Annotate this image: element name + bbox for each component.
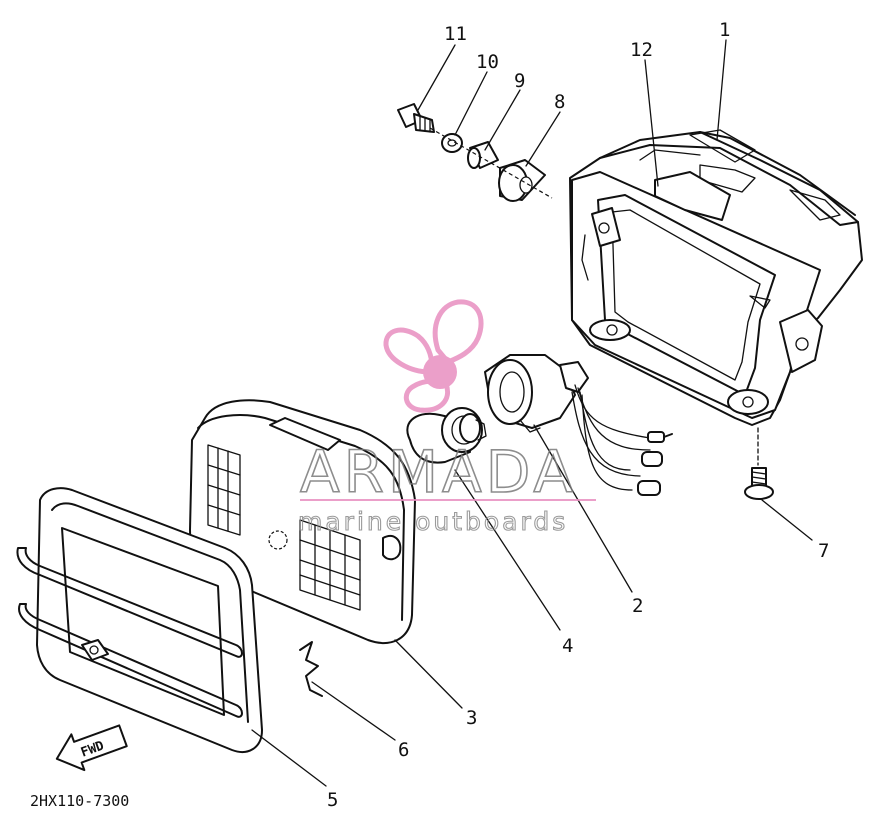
screw-7-part [744,467,774,500]
bulb-part [406,407,487,464]
callout-6: 6 [398,739,409,761]
collar-9-part [467,141,499,169]
propeller-logo [383,299,484,413]
socket-part [484,354,673,496]
callout-1: 1 [719,19,730,41]
callout-12: 12 [630,39,653,61]
callout-5: 5 [327,789,338,811]
housing-part [569,129,863,426]
fwd-arrow: FWD [55,724,128,772]
watermark: ARMADA marine outboards [297,299,596,537]
callout-11: 11 [444,23,467,45]
callout-10: 10 [476,51,499,73]
leader-lines [251,39,813,787]
grommet-8-part [498,159,546,202]
guard-part [16,487,263,753]
callout-3: 3 [466,707,477,729]
clip-spring-part [299,641,323,697]
callouts: 1 2 3 4 5 6 7 8 9 10 11 12 [327,19,829,811]
drawing-code: 2HX110-7300 [30,792,129,810]
callout-9: 9 [514,70,525,92]
callout-2: 2 [632,595,643,617]
bolt-11-part [397,103,435,133]
callout-7: 7 [818,540,829,562]
watermark-title: ARMADA [300,438,577,506]
watermark-subtitle: marine outboards [298,507,568,536]
propeller-hub [423,355,457,389]
callout-8: 8 [554,91,565,113]
callout-4: 4 [562,635,573,657]
